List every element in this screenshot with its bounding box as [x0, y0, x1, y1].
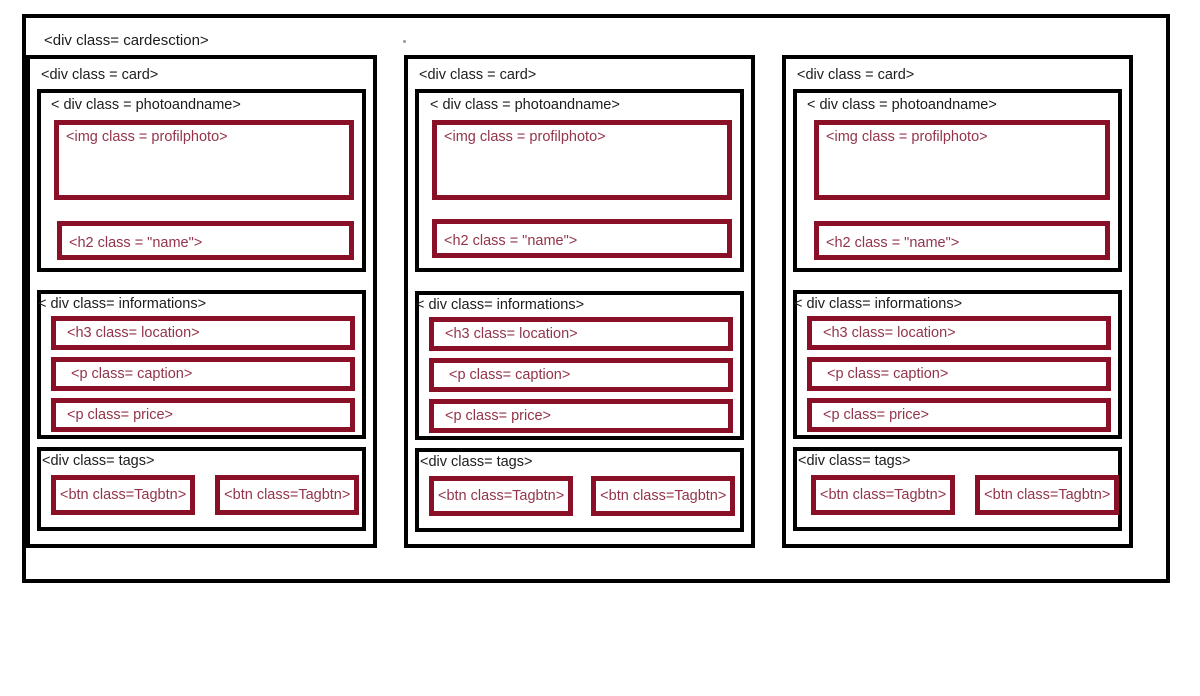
- tags-section: <div class= tags> <btn class=Tagbtn> <bt…: [37, 447, 366, 531]
- tag-button[interactable]: <btn class=Tagbtn>: [215, 475, 360, 515]
- caption-box: <p class= caption>: [51, 357, 355, 391]
- card[interactable]: <div class = card> < div class = photoan…: [26, 55, 377, 548]
- tags-section: <div class= tags> <btn class=Tagbtn> <bt…: [793, 447, 1122, 531]
- caption-box: <p class= caption>: [429, 358, 733, 392]
- informations-section: < div class= informations> <h3 class= lo…: [793, 290, 1122, 439]
- tag-button[interactable]: <btn class=Tagbtn>: [811, 475, 956, 515]
- tag-button[interactable]: <btn class=Tagbtn>: [591, 476, 736, 516]
- price-box: <p class= price>: [807, 398, 1111, 432]
- card[interactable]: <div class = card> < div class = photoan…: [782, 55, 1133, 548]
- tags-section: <div class= tags> <btn class=Tagbtn> <bt…: [415, 448, 744, 532]
- photoandname-section: < div class = photoandname> <img class =…: [37, 89, 366, 272]
- price-box: <p class= price>: [51, 398, 355, 432]
- tags-row: <btn class=Tagbtn> <btn class=Tagbtn>: [429, 476, 736, 516]
- photoandname-section: < div class = photoandname> <img class =…: [415, 89, 744, 272]
- tags-label: <div class= tags>: [798, 453, 911, 469]
- profilphoto-box: <img class = profilphoto>: [814, 120, 1110, 200]
- stray-mark: [403, 40, 406, 43]
- tag-button[interactable]: <btn class=Tagbtn>: [975, 475, 1120, 515]
- caption-box: <p class= caption>: [807, 357, 1111, 391]
- informations-label: < div class= informations>: [38, 296, 207, 312]
- card[interactable]: <div class = card> < div class = photoan…: [404, 55, 755, 548]
- tag-button[interactable]: <btn class=Tagbtn>: [51, 475, 196, 515]
- card-label: <div class = card>: [419, 67, 537, 83]
- tags-row: <btn class=Tagbtn> <btn class=Tagbtn>: [51, 475, 360, 515]
- cards-row: <div class = card> < div class = photoan…: [26, 55, 1134, 548]
- location-box: <h3 class= location>: [807, 316, 1111, 350]
- informations-section: < div class= informations> <h3 class= lo…: [37, 290, 366, 439]
- name-heading-box: <h2 class = "name">: [814, 221, 1110, 260]
- name-heading-box: <h2 class = "name">: [432, 219, 732, 258]
- informations-label: < div class= informations>: [416, 297, 585, 313]
- photoandname-section: < div class = photoandname> <img class =…: [793, 89, 1122, 272]
- profilphoto-box: <img class = profilphoto>: [432, 120, 732, 200]
- location-box: <h3 class= location>: [429, 317, 733, 351]
- informations-section: < div class= informations> <h3 class= lo…: [415, 291, 744, 440]
- card-label: <div class = card>: [41, 67, 159, 83]
- cardsection-label: <div class= cardesction>: [44, 32, 209, 49]
- photoandname-label: < div class = photoandname>: [430, 97, 620, 113]
- photoandname-label: < div class = photoandname>: [807, 97, 997, 113]
- name-heading-box: <h2 class = "name">: [57, 221, 354, 260]
- informations-label: < div class= informations>: [794, 296, 963, 312]
- tags-label: <div class= tags>: [42, 453, 155, 469]
- tags-label: <div class= tags>: [420, 454, 533, 470]
- location-box: <h3 class= location>: [51, 316, 355, 350]
- profilphoto-box: <img class = profilphoto>: [54, 120, 354, 200]
- card-label: <div class = card>: [797, 67, 915, 83]
- price-box: <p class= price>: [429, 399, 733, 433]
- tags-row: <btn class=Tagbtn> <btn class=Tagbtn>: [811, 475, 1120, 515]
- photoandname-label: < div class = photoandname>: [51, 97, 241, 113]
- tag-button[interactable]: <btn class=Tagbtn>: [429, 476, 574, 516]
